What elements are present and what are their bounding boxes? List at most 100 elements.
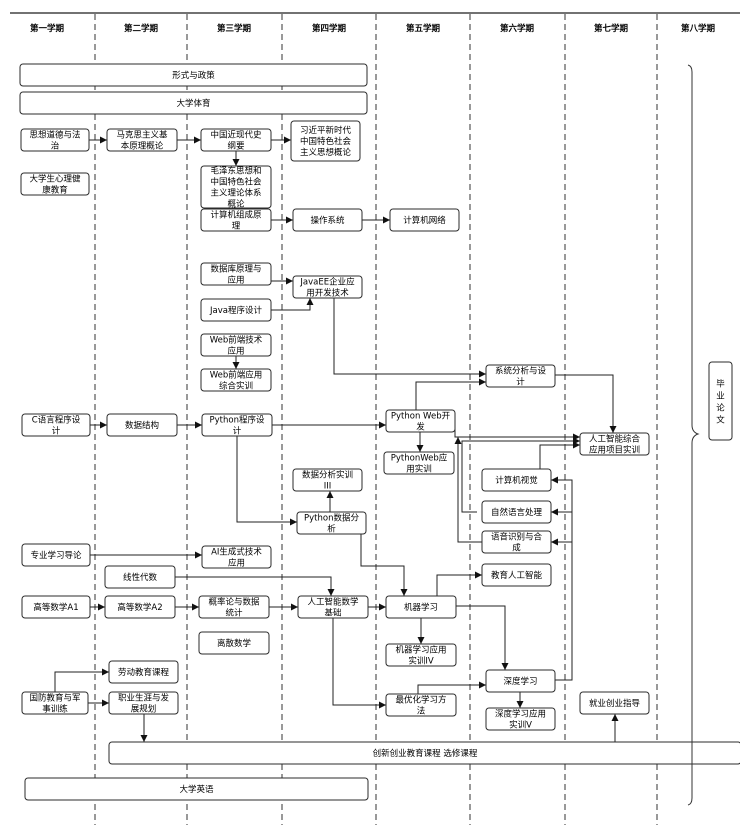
course-box[interactable] xyxy=(485,707,556,731)
course-box[interactable] xyxy=(385,409,456,433)
course-box[interactable] xyxy=(579,691,650,715)
course-box[interactable] xyxy=(21,595,91,619)
course-node-jsjsj[interactable]: 计算机视觉 xyxy=(481,468,552,492)
course-box[interactable] xyxy=(481,563,552,587)
course-node-sdxx[interactable]: 深度学习 xyxy=(485,669,556,693)
course-box[interactable] xyxy=(201,413,273,437)
course-box[interactable] xyxy=(106,413,178,437)
course-box[interactable] xyxy=(297,595,369,619)
course-node-xianxing[interactable]: 线性代数 xyxy=(104,565,176,589)
course-box[interactable] xyxy=(389,208,460,232)
course-node-jiuye[interactable]: 就业创业指导 xyxy=(579,691,650,715)
course-node-java[interactable]: Java程序设计 xyxy=(200,298,272,322)
course-node-gsa2[interactable]: 高等数学A2 xyxy=(104,595,176,619)
course-node-zhuanye[interactable]: 专业学习导论 xyxy=(21,543,91,567)
course-box[interactable] xyxy=(21,543,91,567)
course-box[interactable] xyxy=(200,128,272,152)
course-box[interactable] xyxy=(21,691,89,715)
course-box[interactable] xyxy=(19,63,368,87)
course-node-shujujiegou[interactable]: 数据结构 xyxy=(106,413,178,437)
course-node-chuangxin[interactable]: 创新创业教育课程 选修课程 xyxy=(108,741,740,765)
course-box[interactable] xyxy=(296,511,367,535)
course-box[interactable] xyxy=(108,691,179,715)
course-box[interactable] xyxy=(19,91,368,115)
course-box[interactable] xyxy=(20,128,90,152)
course-box[interactable] xyxy=(292,275,363,299)
course-node-yingyu[interactable]: 大学英语 xyxy=(24,777,369,801)
course-box[interactable] xyxy=(292,208,363,232)
course-box[interactable] xyxy=(20,172,90,196)
course-box[interactable] xyxy=(104,595,176,619)
course-node-wangluo[interactable]: 计算机网络 xyxy=(389,208,460,232)
course-box[interactable] xyxy=(385,595,457,619)
course-node-xingshi[interactable]: 形式与政策 xyxy=(19,63,368,87)
course-box[interactable] xyxy=(104,565,176,589)
course-node-lisan[interactable]: 离散数学 xyxy=(198,631,270,655)
course-box[interactable] xyxy=(385,643,457,667)
course-box[interactable] xyxy=(708,361,733,441)
course-box[interactable] xyxy=(481,468,552,492)
course-box[interactable] xyxy=(481,530,552,554)
course-box[interactable] xyxy=(290,120,361,162)
course-node-caozuo[interactable]: 操作系统 xyxy=(292,208,363,232)
course-box[interactable] xyxy=(198,631,270,655)
course-box[interactable] xyxy=(106,128,178,152)
course-box[interactable] xyxy=(579,432,650,456)
course-box[interactable] xyxy=(292,468,363,492)
course-box[interactable] xyxy=(485,364,556,388)
course-box[interactable] xyxy=(108,660,179,684)
prerequisite-arrow xyxy=(454,425,580,441)
course-box[interactable] xyxy=(200,208,272,232)
course-box[interactable] xyxy=(200,333,272,357)
course-box[interactable] xyxy=(200,165,272,209)
course-box[interactable] xyxy=(485,669,556,693)
course-box[interactable] xyxy=(200,298,272,322)
course-box[interactable] xyxy=(24,777,369,801)
course-node-gsa1[interactable]: 高等数学A1 xyxy=(21,595,91,619)
course-node-jyai[interactable]: 教育人工智能 xyxy=(481,563,552,587)
course-box[interactable] xyxy=(201,545,272,569)
course-box[interactable] xyxy=(200,262,272,286)
course-box[interactable] xyxy=(108,741,740,765)
course-node-zryy[interactable]: 自然语言处理 xyxy=(481,500,552,524)
course-box[interactable] xyxy=(481,500,552,524)
course-box[interactable] xyxy=(200,368,272,392)
course-node-tiyu[interactable]: 大学体育 xyxy=(19,91,368,115)
course-box[interactable] xyxy=(385,693,457,717)
course-box[interactable] xyxy=(198,595,270,619)
course-node-laodong[interactable]: 劳动教育课程 xyxy=(108,660,179,684)
course-box[interactable] xyxy=(383,451,455,475)
course-node-jqxx[interactable]: 机器学习 xyxy=(385,595,457,619)
course-box[interactable] xyxy=(21,413,91,437)
course-label: JavaEE企业应 xyxy=(299,277,355,288)
